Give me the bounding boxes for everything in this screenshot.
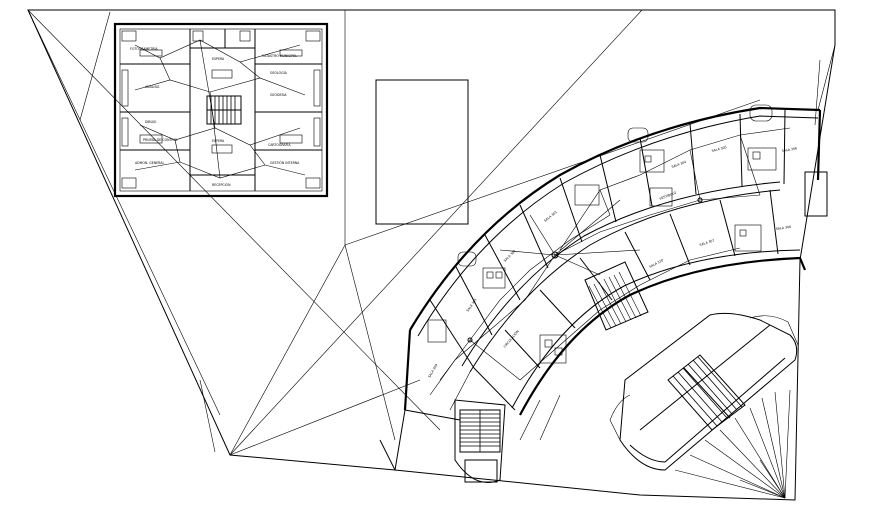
inset-room-label: GESTIÓN INTERNA <box>270 160 300 165</box>
inset-room-label: CARTOGRAFÍA <box>268 142 291 147</box>
wing-room-label: SALA 306 <box>781 146 797 153</box>
wing-room-label: SALA 308 <box>776 225 792 231</box>
terrace-stair <box>667 354 746 431</box>
wing-room-label: SALA 310 <box>649 258 664 269</box>
wing-room-label: SALA 307 <box>699 238 715 247</box>
site-boundary <box>27 9 836 501</box>
inset-room-label: DIBUJO <box>145 120 157 124</box>
lower-terrace <box>609 312 799 471</box>
inset-room-label: CATASTRO MUNICIPAL <box>262 54 297 58</box>
inset-room-label: PRUEBA DE CONTROL <box>143 138 178 142</box>
wing-room-label: VESTÍBULO <box>659 189 678 200</box>
inset-room-label: FOTOGRAMETRÍA <box>130 46 158 51</box>
inset-room-label: GEOLOGÍA <box>270 70 288 75</box>
wing-room-label: SALA 309 <box>427 363 438 378</box>
construction-lines <box>27 9 836 456</box>
wing-room-label: SALA 304 <box>671 160 687 169</box>
entrance-stair <box>379 399 506 483</box>
wing-room-label: CIRCULACIÓN <box>502 328 520 348</box>
inset-room-label: ESPERA <box>212 139 225 143</box>
inset-room-label: RECEPCIÓN <box>212 182 231 187</box>
inset-floor-plan: FOTOGRAMETRÍA ESPERA GEOLOGÍA CATASTRO M… <box>113 22 329 198</box>
wing-room-label: SALA 305 <box>711 145 727 153</box>
inset-room-label: ANALISIS <box>145 85 159 89</box>
site-rectangle <box>375 79 469 225</box>
inset-room-label: ESPERA <box>212 57 225 61</box>
wing-room-label: SALA 303 <box>543 210 558 223</box>
inset-room-label: ADMON. GENERAL <box>135 161 164 165</box>
radial-fan <box>674 389 791 499</box>
inset-room-label: GEODESIA <box>270 93 287 97</box>
